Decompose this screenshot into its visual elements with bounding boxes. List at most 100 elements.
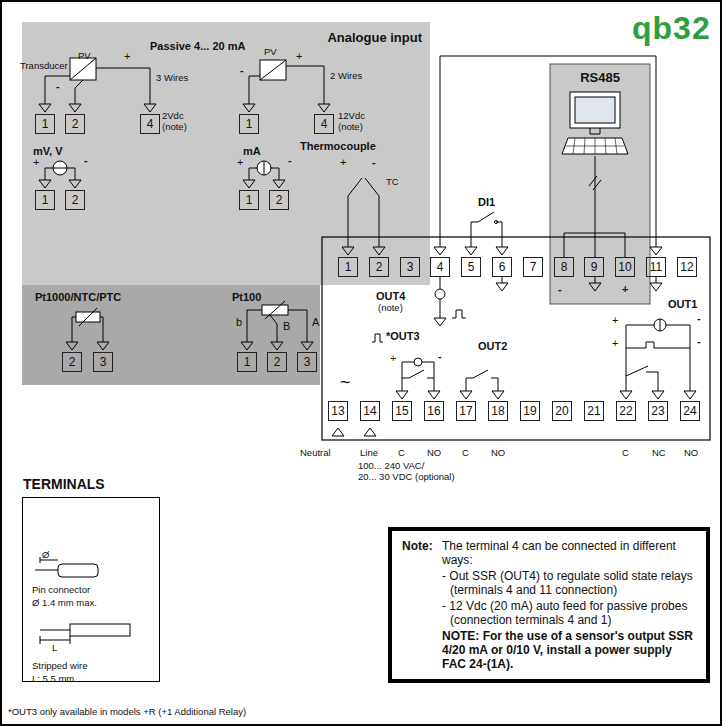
terminal-arrows (69, 174, 81, 188)
wiring-label: OUT4 (376, 290, 405, 303)
terminal-number: 21 (584, 401, 604, 421)
terminal-arrows (620, 385, 632, 399)
terminal-arrows (589, 277, 601, 291)
rtd-input-panel: Pt1000/NTC/PTCPt100 (22, 285, 320, 385)
wiring-label: Passive 4... 20 mA (150, 40, 245, 53)
terminal-number: 3 (93, 352, 113, 372)
output-wiring (372, 334, 383, 342)
output-wiring (440, 56, 656, 241)
wiring-label: b (236, 316, 242, 329)
computer-icon (566, 138, 624, 154)
analog-input-wiring (70, 58, 96, 80)
wiring-label: PV (78, 50, 91, 61)
analog-input-wiring (45, 168, 75, 174)
terminal-number: 5 (461, 257, 481, 277)
note-box: Note: The terminal 4 can be connected in … (388, 527, 710, 683)
analog-input-wiring (249, 66, 324, 98)
terminal-arrows (465, 241, 477, 255)
wiring-label: + (612, 337, 618, 350)
terminal-arrows (271, 336, 283, 350)
wiring-label: - (558, 283, 562, 296)
terminal-number: 14 (360, 401, 380, 421)
terminal-number: 1 (35, 114, 55, 134)
node-text: Note: (402, 539, 433, 553)
terminal-number: 3 (297, 352, 317, 372)
output-wiring (466, 370, 498, 385)
analog-input-wiring (260, 60, 286, 80)
output-wiring (495, 221, 498, 224)
wiring-label: - (697, 335, 701, 348)
node-text: The terminal 4 can be connected in diffe… (442, 539, 696, 567)
output-wiring (471, 212, 502, 241)
wiring-label: NO (491, 447, 505, 458)
analog-input-wiring (247, 301, 307, 336)
terminal-number: 22 (616, 401, 636, 421)
wiring-label: 2 Wires (330, 70, 362, 81)
terminal-arrows (243, 174, 255, 188)
panel-grounds (22, 285, 320, 385)
terminal-arrows (332, 428, 344, 436)
wiring-label: C (398, 447, 405, 458)
output-wiring (626, 366, 658, 385)
terminal-type-icons (70, 624, 130, 636)
terminal-number: 17 (456, 401, 476, 421)
terminal-type-icons (40, 630, 70, 644)
wiring-label: + (622, 283, 628, 296)
terminal-number: 8 (554, 257, 574, 277)
terminal-number: 13 (328, 401, 348, 421)
terminal-arrows (39, 98, 696, 436)
node-text: NOTE: For the use of a sensor's output S… (442, 629, 696, 671)
output-wiring (626, 319, 690, 385)
terminal-arrows (460, 385, 472, 399)
wiring-label: (note) (162, 121, 187, 132)
terminal-arrows (318, 98, 330, 112)
terminal-arrows (428, 385, 440, 399)
terminal-arrows (342, 241, 354, 255)
terminal-number: 1 (338, 257, 358, 277)
wiring-label: + (296, 50, 302, 63)
computer-icon (562, 138, 628, 154)
node-text: - Out SSR (OUT4) to regulate solid state… (450, 569, 696, 597)
node-text: - 12 Vdc (20 mA) auto feed for passive p… (450, 599, 696, 627)
terminal-number: 1 (239, 190, 259, 210)
wiring-label: 20... 30 VDC (optional) (358, 471, 455, 482)
wiring-label: - (56, 80, 60, 93)
terminal-arrows (650, 241, 662, 255)
wiring-label: Stripped wire (32, 660, 87, 671)
terminal-arrows (97, 336, 109, 350)
terminal-number: 2 (369, 257, 389, 277)
output-wiring (435, 289, 445, 299)
panel-grounds (22, 22, 650, 385)
terminal-number: 15 (392, 401, 412, 421)
output-wiring (414, 358, 422, 366)
terminal-type-icons (58, 564, 98, 577)
wiring-label: - (240, 64, 244, 77)
terminal-number: 3 (400, 257, 420, 277)
wiring-label: + (612, 314, 618, 327)
terminal-number: 4 (140, 114, 160, 134)
wiring-label: L: 5.5 mm (32, 673, 74, 684)
terminal-arrows (39, 174, 51, 188)
wiring-label: A (312, 316, 319, 329)
terminal-number: 11 (646, 257, 666, 277)
terminal-number: 7 (523, 257, 543, 277)
wiring-label: Thermocouple (300, 140, 376, 153)
terminal-number: 16 (424, 401, 444, 421)
wiring-label: TC (386, 176, 399, 187)
terminal-number: 2 (267, 352, 287, 372)
wiring-label: DI1 (478, 196, 495, 209)
terminal-arrows (684, 385, 696, 399)
wiring-label: *OUT3 (386, 330, 420, 343)
terminal-arrows (66, 336, 78, 350)
output-wiring (372, 56, 690, 385)
wiring-label: Pin connector (32, 584, 90, 595)
terminal-arrows (273, 174, 285, 188)
analog-input-wiring (72, 308, 103, 336)
terminal-arrows (301, 336, 313, 350)
wiring-label: 3 Wires (156, 72, 188, 83)
wiring-label: - (697, 312, 701, 325)
terminal-arrows (650, 277, 662, 291)
node-text: RS485 (550, 70, 650, 85)
output-wiring (440, 277, 441, 312)
terminal-arrows (492, 385, 504, 399)
